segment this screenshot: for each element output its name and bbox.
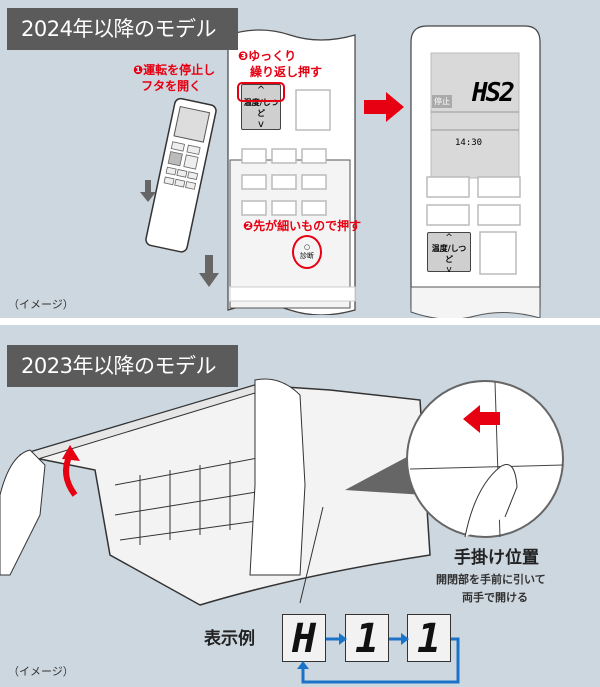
step3-text: ❸ゆっくり [238,49,297,63]
panel-2024-model: ^ 温度/しつど v ○診断 ❶運転を停止しフタを開く ❸ゆっくり繰り返し押す … [0,0,600,318]
sequence-arrows [297,633,460,684]
display-digit-1: H [282,614,326,662]
image-note: （イメージ） [8,665,74,678]
panel-2023-model: 手掛け位置 開閉部を手前に引いて 両手で開ける 表示例 H 1 1 2023年以… [0,325,600,687]
display-digit-3: 1 [407,614,451,662]
down-arrow-icon [199,255,219,287]
error-code-display: HS2 [472,78,515,108]
button-label: 温度/しつど [243,98,279,118]
button-label: 温度/しつど [431,244,467,264]
section-title: 2023年以降のモデル [7,345,238,387]
display-digit-2: 1 [345,614,389,662]
right-arrow-icon [364,92,404,122]
temp-humidity-button-2[interactable]: ^ 温度/しつど v [427,232,471,275]
aircon-unit-illustration [0,378,431,606]
diag-label: 診断 [300,252,314,260]
section-title: 2024年以降のモデル [7,8,238,50]
step2-text: ❷先が細いもので押す [243,219,362,233]
remote-illustration [145,97,217,253]
grip-position-zoom [406,380,564,538]
step1-text: ❶運転を停止し [133,63,216,77]
example-label: 表示例 [204,629,255,649]
step1b-text: フタを開く [141,79,202,93]
temp-humidity-button[interactable]: ^ 温度/しつど v [241,84,281,130]
grip-desc-1: 開閉部を手前に引いて [436,573,546,586]
grip-title: 手掛け位置 [454,548,539,568]
time-display: 14:30 [455,138,483,148]
down-arrow-icon [140,180,156,202]
step3b-text: 繰り返し押す [250,65,323,79]
grip-desc-2: 両手で開ける [462,591,528,604]
highlight-circle [237,82,285,102]
image-note: （イメージ） [8,298,74,311]
status-stop: 停止 [432,95,452,108]
diagnosis-button[interactable]: ○診断 [292,235,322,269]
remote-display [410,25,541,318]
